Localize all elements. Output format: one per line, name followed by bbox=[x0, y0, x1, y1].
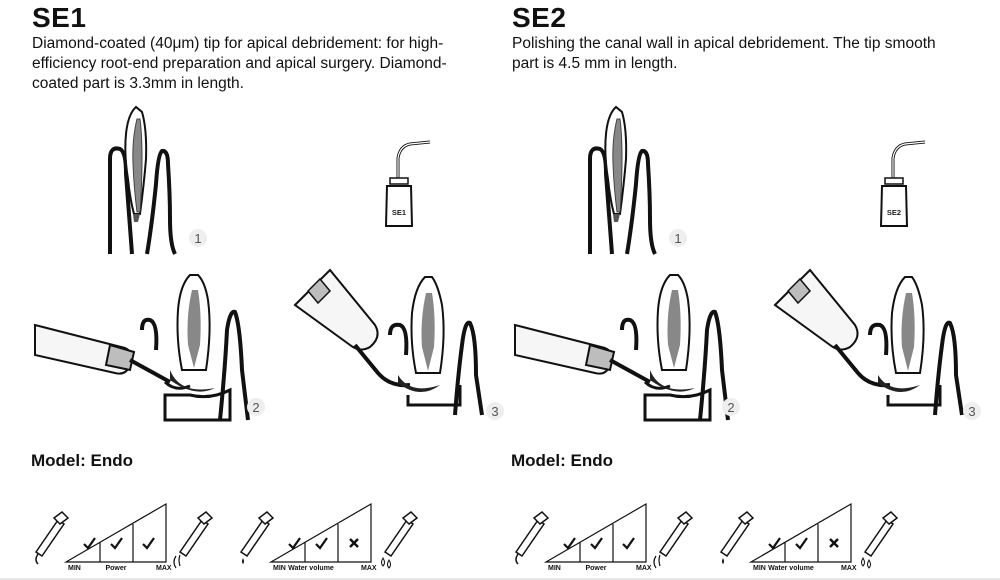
power-scale: MIN Power MAX bbox=[514, 502, 694, 572]
svg-text:MIN: MIN bbox=[68, 565, 81, 572]
svg-text:MIN: MIN bbox=[273, 565, 286, 572]
svg-text:Water volume: Water volume bbox=[768, 565, 814, 572]
svg-text:MAX: MAX bbox=[841, 565, 857, 572]
bottom-divider bbox=[0, 578, 1000, 580]
svg-text:MAX: MAX bbox=[156, 565, 172, 572]
handpiece-approaching-root-icon bbox=[34, 274, 250, 422]
model-label: Model: Endo bbox=[511, 451, 613, 470]
svg-text:2: 2 bbox=[252, 400, 259, 415]
handpiece-vibration-icon bbox=[653, 511, 694, 569]
tooth-with-root-lesion-icon bbox=[588, 105, 657, 255]
ultrasonic-tip-icon: SE1 bbox=[384, 140, 431, 227]
water-scale: MIN Water volume MAX bbox=[239, 502, 419, 572]
section-se1: SE1 Diamond-coated (40μm) tip for apical… bbox=[0, 0, 504, 580]
handpiece-min-icon bbox=[239, 511, 275, 564]
handpiece-min-icon bbox=[514, 511, 550, 565]
svg-text:MIN: MIN bbox=[548, 565, 561, 572]
svg-text:Power: Power bbox=[105, 565, 126, 572]
svg-text:SE1: SE1 bbox=[392, 208, 406, 217]
step-number-2: 2 bbox=[722, 398, 740, 416]
svg-text:Water volume: Water volume bbox=[288, 565, 334, 572]
svg-text:1: 1 bbox=[194, 231, 201, 246]
step-number-3: 3 bbox=[963, 402, 981, 420]
handpiece-min-icon bbox=[719, 511, 755, 564]
step-number-1: 1 bbox=[669, 229, 687, 247]
power-scale: MIN Power MAX bbox=[34, 502, 214, 572]
svg-text:3: 3 bbox=[491, 404, 498, 419]
svg-text:3: 3 bbox=[968, 404, 975, 419]
tooth-with-root-lesion-icon bbox=[108, 105, 177, 255]
section-description: Diamond-coated (40μm) tip for apical deb… bbox=[32, 35, 447, 92]
svg-text:1: 1 bbox=[674, 231, 681, 246]
model-label: Model: Endo bbox=[31, 451, 133, 470]
svg-text:MAX: MAX bbox=[361, 565, 377, 572]
handpiece-debriding-root-icon bbox=[773, 268, 964, 416]
handpiece-min-icon bbox=[34, 511, 70, 565]
handpiece-vibration-icon bbox=[173, 511, 214, 569]
section-title: SE1 bbox=[32, 2, 87, 33]
svg-text:MAX: MAX bbox=[636, 565, 652, 572]
step-number-1: 1 bbox=[189, 229, 207, 247]
section-description: Polishing the canal wall in apical debri… bbox=[512, 35, 936, 72]
step-number-2: 2 bbox=[247, 398, 265, 416]
svg-text:Power: Power bbox=[585, 565, 606, 572]
handpiece-debriding-root-icon bbox=[293, 268, 484, 416]
section-title: SE2 bbox=[512, 2, 567, 33]
water-scale: MIN Water volume MAX bbox=[719, 502, 899, 572]
svg-text:SE2: SE2 bbox=[887, 208, 901, 217]
handpiece-water-drops-icon bbox=[861, 511, 899, 569]
svg-text:MIN: MIN bbox=[753, 565, 766, 572]
step-number-3: 3 bbox=[486, 402, 504, 420]
svg-text:2: 2 bbox=[727, 400, 734, 415]
handpiece-water-drops-icon bbox=[381, 511, 419, 569]
ultrasonic-tip-icon: SE2 bbox=[879, 140, 926, 227]
handpiece-approaching-root-icon bbox=[514, 274, 730, 422]
section-se2: SE2 Polishing the canal wall in apical d… bbox=[480, 0, 981, 580]
